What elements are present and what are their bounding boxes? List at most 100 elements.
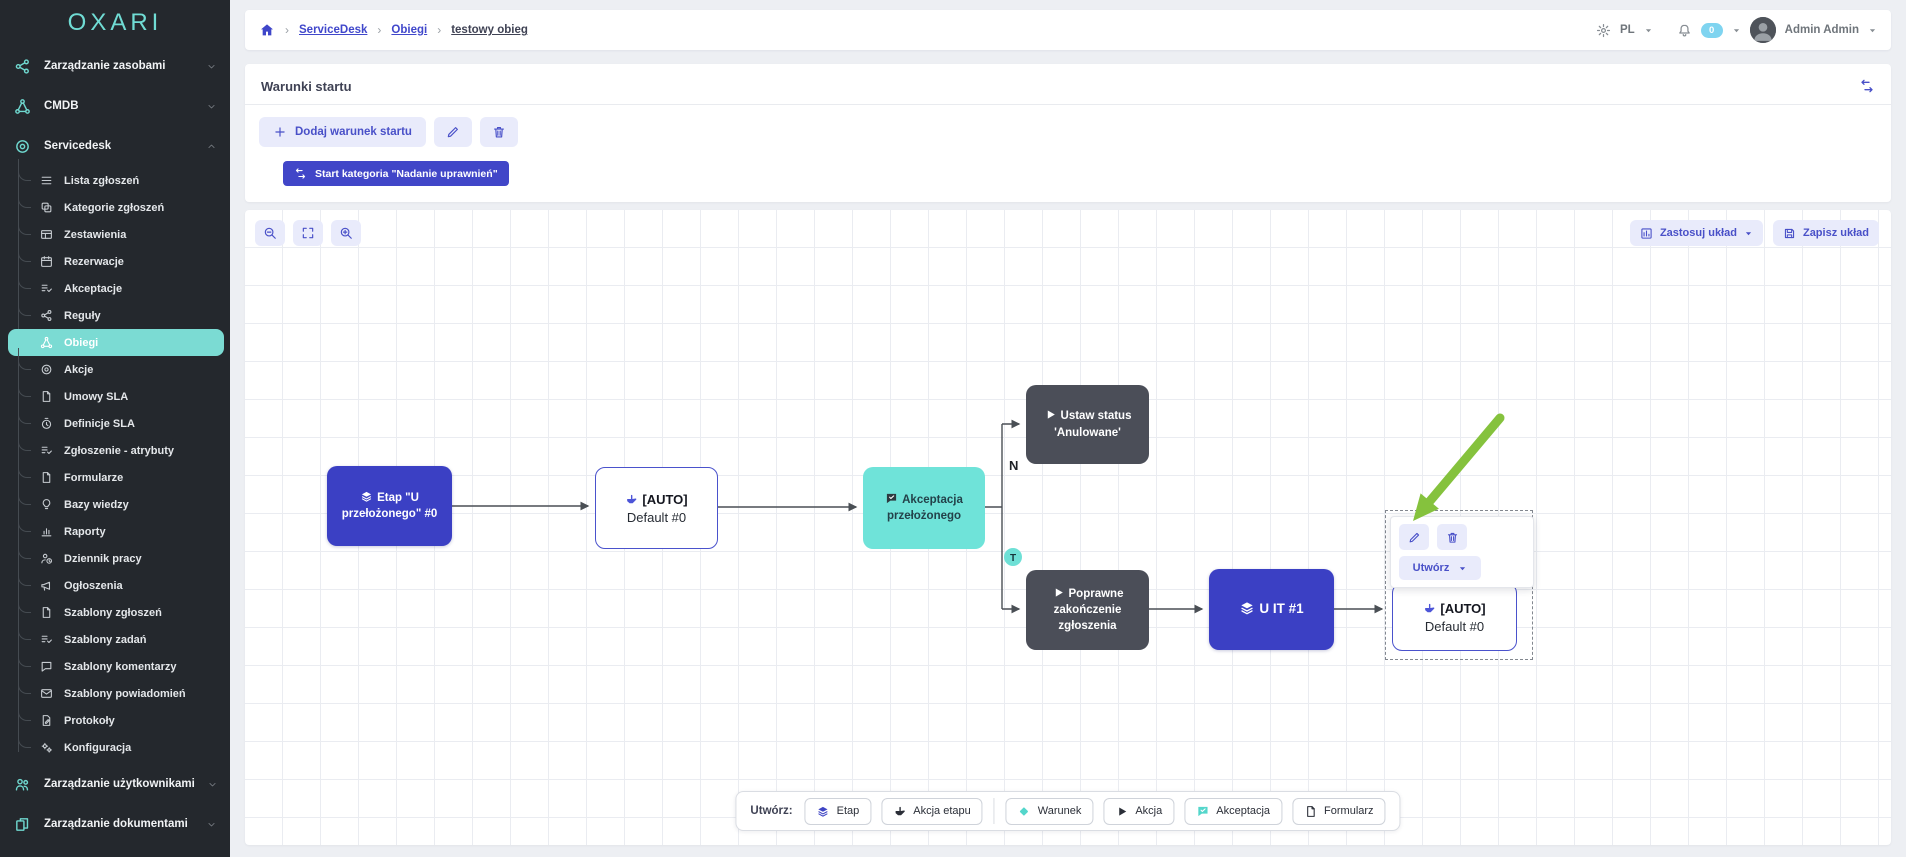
sidebar-section-servicedesk[interactable]: Servicedesk [0,126,230,166]
sidebar-item-ogloszenia[interactable]: Ogłoszenia [0,564,230,599]
sidebar-item-raporty[interactable]: Raporty [0,510,230,545]
create-formularz-button[interactable]: Formularz [1292,797,1386,825]
sidebar-item-label: Lista zgłoszeń [64,174,140,187]
sidebar-item-akceptacje[interactable]: Akceptacje [0,267,230,302]
sidebar-item-akcje[interactable]: Akcje [0,348,230,383]
node-poprawne-zakonczenie[interactable]: Poprawne zakończenie zgłoszenia [1026,570,1149,650]
settings-gear-icon[interactable] [1596,23,1611,38]
node-subtitle: Default #0 [1424,618,1485,634]
sidebar-item-kategorie-zgloszen[interactable]: Kategorie zgłoszeń [0,186,230,221]
node-stage-u-przelozonego[interactable]: Etap "U przełożonego" #0 [327,466,452,546]
start-category-chip[interactable]: Start kategoria "Nadanie uprawnień" [283,161,509,186]
chevron-down-icon[interactable] [1868,26,1877,35]
sidebar-section-zarzadzanie-zasobami[interactable]: Zarządzanie zasobami [0,46,230,86]
create-akceptacja-button[interactable]: Akceptacja [1184,797,1283,825]
sidebar-item-obiegi[interactable]: Obiegi [8,329,224,356]
node-ustaw-status-anulowane[interactable]: Ustaw status 'Anulowane' [1026,385,1149,464]
sidebar-item-definicje-sla[interactable]: Definicje SLA [0,402,230,437]
sidebar-item-konfiguracja[interactable]: Konfiguracja [0,726,230,761]
breadcrumb-current: testowy obieg [451,24,528,36]
sidebar-item-reguly[interactable]: Reguły [0,294,230,329]
sidebar-item-label: Szablony zadań [64,633,147,646]
language-selector[interactable]: PL [1619,24,1635,36]
sidebar-item-zestawienia[interactable]: Zestawienia [0,213,230,248]
sidebar-item-label: Formularze [64,471,124,484]
sidebar-item-formularze[interactable]: Formularze [0,456,230,491]
sidebar-item-lista-zgloszen[interactable]: Lista zgłoszeń [0,159,230,194]
sidebar-item-rezerwacje[interactable]: Rezerwacje [0,240,230,275]
node-stage-u-it-1[interactable]: U IT #1 [1209,569,1334,650]
sidebar-item-label: Reguły [64,309,101,322]
delete-condition-button[interactable] [479,117,518,147]
szablony-zadan-icon [40,633,53,646]
sidebar-item-szablony-komentarzy[interactable]: Szablony komentarzy [0,645,230,680]
edit-node-button[interactable] [1399,524,1429,550]
layers-icon [360,490,373,503]
notification-bell-icon[interactable] [1677,23,1692,38]
chevron-down-icon [208,780,217,789]
node-akceptacja-przelozonego[interactable]: Akceptacja przełożonego [863,467,985,549]
sidebar-item-umowy-sla[interactable]: Umowy SLA [0,375,230,410]
apply-layout-button[interactable]: Zastosuj układ [1629,220,1763,246]
chevron-up-icon [207,142,216,151]
chevron-down-icon [1458,564,1467,573]
save-layout-button[interactable]: Zapisz układ [1772,220,1879,246]
sidebar-item-protokoly[interactable]: Protokoły [0,699,230,734]
user-avatar[interactable] [1749,17,1776,43]
create-etap-button[interactable]: Etap [804,797,872,825]
swap-collapse-icon[interactable] [1859,78,1875,94]
layers-icon [1239,600,1255,616]
zoom-out-button[interactable] [255,220,285,246]
create-akcja-etapu-button[interactable]: Akcja etapu [881,797,983,825]
sidebar-item-label: Akcje [64,363,94,376]
sidebar-section-zarzadzanie-uzytkownikami[interactable]: Zarządzanie użytkownikami [0,764,230,804]
workflow-canvas[interactable]: Zastosuj układ Zapisz układ [245,210,1891,845]
zarzadzanie-zasobami-icon [14,58,31,75]
create-node-dropdown[interactable]: Utwórz [1399,556,1481,580]
user-name[interactable]: Admin Admin [1784,24,1859,36]
panel-divider [245,104,1891,105]
sidebar-section-zarzadzanie-dokumentami[interactable]: Zarządzanie dokumentami [0,804,230,844]
breadcrumb-link-obiegi[interactable]: Obiegi [391,24,428,36]
notification-count-badge[interactable]: 0 [1700,22,1723,38]
edit-condition-button[interactable] [433,117,472,147]
sidebar-item-dziennik-pracy[interactable]: Dziennik pracy [0,537,230,572]
definicje-sla-icon [40,417,53,430]
sidebar-item-zgloszenie-atrybuty[interactable]: Zgłoszenie - atrybuty [0,429,230,464]
chevron-down-icon[interactable] [1644,26,1653,35]
node-auto-default-1[interactable]: [AUTO] Default #0 [595,467,718,549]
zestawienia-icon [40,228,53,241]
fit-view-button[interactable] [293,220,323,246]
header-controls: PL 0 Admin Admin [1596,17,1877,43]
sidebar-section-cmdb[interactable]: CMDB [0,86,230,126]
sidebar-item-szablony-zadan[interactable]: Szablony zadań [0,618,230,653]
plus-icon [273,125,287,139]
chevron-down-icon[interactable] [1732,26,1741,35]
sidebar-item-label: Definicje SLA [64,417,135,430]
home-icon[interactable] [259,22,275,38]
chevron-down-icon [1744,229,1753,238]
delete-node-button[interactable] [1437,524,1467,550]
sidebar-item-label: Kategorie zgłoszeń [64,201,165,214]
toolbar-button-label: Etap [836,805,860,817]
reguly-icon [40,309,53,322]
chevron-down-icon [207,820,216,829]
umowy-sla-icon [40,390,53,403]
sidebar-item-szablony-powiadomien[interactable]: Szablony powiadomień [0,672,230,707]
rezerwacje-icon [40,255,53,268]
sidebar-item-bazy-wiedzy[interactable]: Bazy wiedzy [0,483,230,518]
zoom-in-button[interactable] [331,220,361,246]
node-label: Ustaw status 'Anulowane' [1054,410,1132,439]
zarzadzanie-dokumentami-icon [14,816,31,833]
sidebar-item-label: Zgłoszenie - atrybuty [64,444,175,457]
add-start-condition-button[interactable]: Dodaj warunek startu [259,117,426,147]
ogloszenia-icon [40,579,53,592]
konfiguracja-icon [40,741,53,754]
create-warunek-button[interactable]: Warunek [1005,797,1094,825]
breadcrumb-link-servicedesk[interactable]: ServiceDesk [299,24,368,36]
szablony-zgloszen-icon [40,606,53,619]
sidebar-item-szablony-zgloszen[interactable]: Szablony zgłoszeń [0,591,230,626]
sidebar-item-label: Zestawienia [64,228,127,241]
create-akcja-button[interactable]: Akcja [1103,797,1175,825]
node-auto-default-2[interactable]: [AUTO] Default #0 [1392,583,1517,651]
